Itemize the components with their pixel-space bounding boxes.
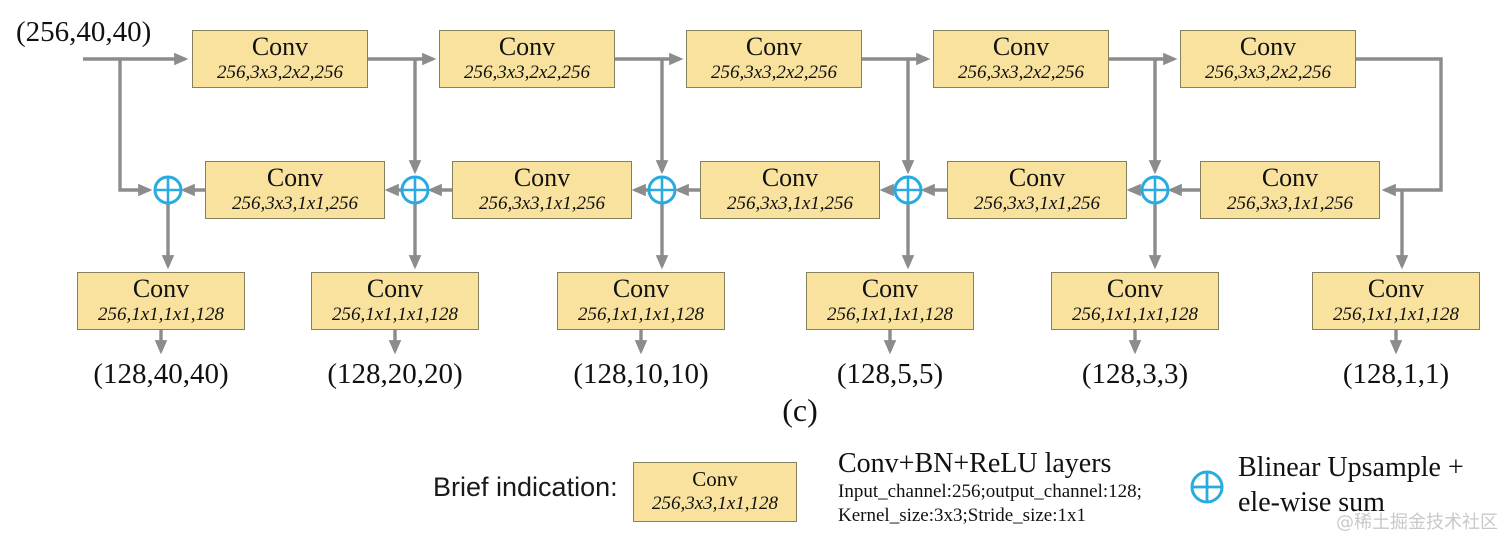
- conv-params: 256,3x3,2x2,256: [1204, 62, 1332, 83]
- conv-box-head-3: Conv 256,1x1,1x1,128: [557, 272, 725, 330]
- conv-title: Conv: [1367, 274, 1425, 303]
- arrow-input-lateral: [118, 59, 153, 197]
- conv-box-head-6: Conv 256,1x1,1x1,128: [1312, 272, 1480, 330]
- conv-title: Conv: [1239, 32, 1297, 61]
- circle-plus-icon: [647, 175, 677, 205]
- output-shape-label-3: (128,10,10): [573, 358, 709, 390]
- flow-arrows: [83, 52, 1443, 355]
- conv-title: Conv: [1008, 163, 1066, 192]
- legend-conv-description: Conv+BN+ReLU layers Input_channel:256;ou…: [838, 448, 1142, 528]
- output-shape-label-2: (128,20,20): [327, 358, 463, 390]
- output-shape-label-4: (128,5,5): [836, 358, 944, 390]
- conv-params: 256,3x3,1x1,256: [231, 193, 359, 214]
- conv-params: 256,1x1,1x1,128: [826, 304, 954, 325]
- conv-title: Conv: [612, 274, 670, 303]
- conv-title: Conv: [1261, 163, 1319, 192]
- conv-params: 256,1x1,1x1,128: [331, 304, 459, 325]
- conv-box-head-4: Conv 256,1x1,1x1,128: [806, 272, 974, 330]
- conv-title: Conv: [692, 467, 738, 491]
- legend-sum-line2: ele-wise sum: [1238, 487, 1385, 518]
- conv-box-head-2: Conv 256,1x1,1x1,128: [311, 272, 479, 330]
- conv-title: Conv: [366, 274, 424, 303]
- figure-caption: (c): [782, 392, 818, 428]
- conv-box-head-1: Conv 256,1x1,1x1,128: [77, 272, 245, 330]
- conv-params: 256,3x3,1x1,256: [973, 193, 1101, 214]
- conv-params: 256,3x3,1x1,256: [478, 193, 606, 214]
- conv-title: Conv: [498, 32, 556, 61]
- arrow-top-elbow: [1356, 57, 1443, 197]
- output-shape-label-5: (128,3,3): [1081, 358, 1189, 390]
- circle-plus-icon: [893, 175, 923, 205]
- watermark: @稀土掘金技术社区: [1336, 512, 1498, 533]
- conv-box-mid-1: Conv 256,3x3,1x1,256: [205, 161, 385, 219]
- conv-box-head-5: Conv 256,1x1,1x1,128: [1051, 272, 1219, 330]
- conv-params: 256,1x1,1x1,128: [577, 304, 705, 325]
- conv-box-top-5: Conv 256,3x3,2x2,256: [1180, 30, 1356, 88]
- conv-params: 256,1x1,1x1,128: [1071, 304, 1199, 325]
- circle-plus-icon: [1140, 175, 1170, 205]
- conv-title: Conv: [992, 32, 1050, 61]
- conv-box-mid-4: Conv 256,3x3,1x1,256: [947, 161, 1127, 219]
- conv-params: 256,3x3,1x1,256: [726, 193, 854, 214]
- conv-title: Conv: [861, 274, 919, 303]
- legend-conv-line2: Kernel_size:3x3;Stride_size:1x1: [838, 505, 1086, 526]
- conv-box-top-3: Conv 256,3x3,2x2,256: [686, 30, 862, 88]
- circle-plus-icon: [153, 175, 183, 205]
- input-shape-label: (256,40,40): [16, 16, 152, 48]
- conv-title: Conv: [745, 32, 803, 61]
- legend-label: Brief indication:: [433, 472, 618, 502]
- legend-conv-title: Conv+BN+ReLU layers: [838, 448, 1112, 479]
- conv-box-top-1: Conv 256,3x3,2x2,256: [192, 30, 368, 88]
- conv-box-mid-3: Conv 256,3x3,1x1,256: [700, 161, 880, 219]
- conv-params: 256,3x3,2x2,256: [957, 62, 1085, 83]
- legend-circle-plus-icon: [1190, 470, 1224, 504]
- conv-box-mid-5: Conv 256,3x3,1x1,256: [1200, 161, 1380, 219]
- conv-title: Conv: [266, 163, 324, 192]
- conv-params: 256,3x3,2x2,256: [216, 62, 344, 83]
- legend-sum-description: Blinear Upsample + ele-wise sum: [1238, 450, 1464, 520]
- output-shape-label-1: (128,40,40): [93, 358, 229, 390]
- sum-nodes: [153, 175, 1224, 504]
- output-shape-label-6: (128,1,1): [1342, 358, 1450, 390]
- conv-params: 256,3x3,1x1,128: [651, 493, 779, 514]
- conv-title: Conv: [761, 163, 819, 192]
- legend-sample-conv-box: Conv 256,3x3,1x1,128: [633, 462, 797, 522]
- conv-title: Conv: [251, 32, 309, 61]
- legend-sum-line1: Blinear Upsample +: [1238, 452, 1464, 483]
- conv-params: 256,1x1,1x1,128: [97, 304, 225, 325]
- conv-params: 256,3x3,1x1,256: [1226, 193, 1354, 214]
- conv-title: Conv: [513, 163, 571, 192]
- conv-params: 256,1x1,1x1,128: [1332, 304, 1460, 325]
- conv-title: Conv: [1106, 274, 1164, 303]
- conv-box-top-4: Conv 256,3x3,2x2,256: [933, 30, 1109, 88]
- legend-conv-line1: Input_channel:256;output_channel:128;: [838, 481, 1142, 502]
- conv-params: 256,3x3,2x2,256: [463, 62, 591, 83]
- conv-box-top-2: Conv 256,3x3,2x2,256: [439, 30, 615, 88]
- circle-plus-icon: [400, 175, 430, 205]
- conv-title: Conv: [132, 274, 190, 303]
- conv-params: 256,3x3,2x2,256: [710, 62, 838, 83]
- conv-box-mid-2: Conv 256,3x3,1x1,256: [452, 161, 632, 219]
